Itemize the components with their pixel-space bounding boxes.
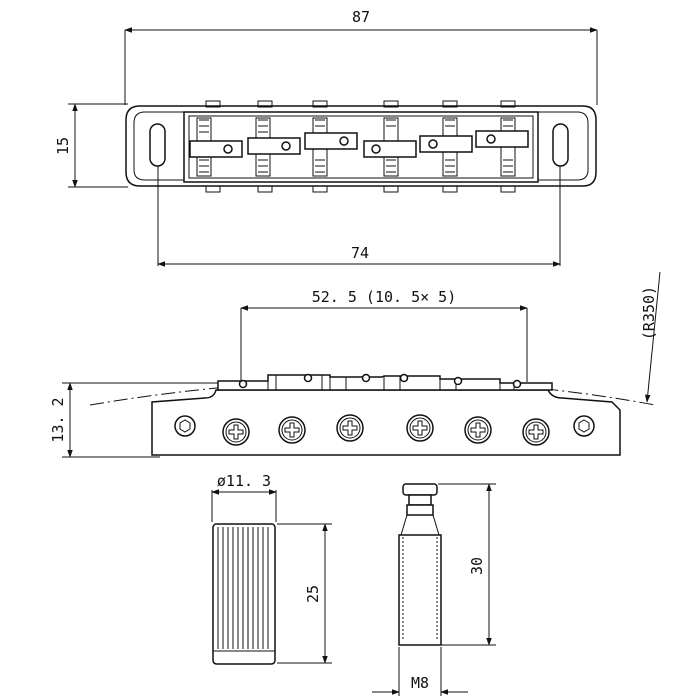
bridge-body-front	[151, 389, 621, 456]
hex-screw-right	[573, 415, 595, 437]
front-view: 52. 5 (10. 5× 5) (R350) 13. 2	[49, 271, 661, 458]
saddles-top	[189, 117, 529, 177]
screw-length-label: 30	[468, 557, 486, 575]
hex-screw-left	[174, 415, 196, 437]
top-view: 87 15	[54, 8, 598, 267]
string-spacing-label: 52. 5 (10. 5× 5)	[312, 288, 457, 306]
screw-thread-label: M8	[411, 674, 429, 692]
body-height-label: 15	[54, 137, 72, 155]
bridge-height-label: 13. 2	[49, 397, 67, 442]
screw-post: 30 M8	[372, 483, 496, 696]
stud-height-label: 25	[304, 585, 322, 603]
stud-slot-left	[149, 123, 166, 167]
overall-width-label: 87	[352, 8, 370, 26]
stud-slot-right	[552, 123, 569, 167]
stud-diameter-label: ø11. 3	[217, 472, 271, 490]
stud-spacing-label: 74	[351, 244, 369, 262]
stud-bushing: ø11. 3 25	[211, 472, 332, 665]
radius-label: (R350)	[640, 286, 658, 340]
intonation-screws	[222, 414, 550, 446]
